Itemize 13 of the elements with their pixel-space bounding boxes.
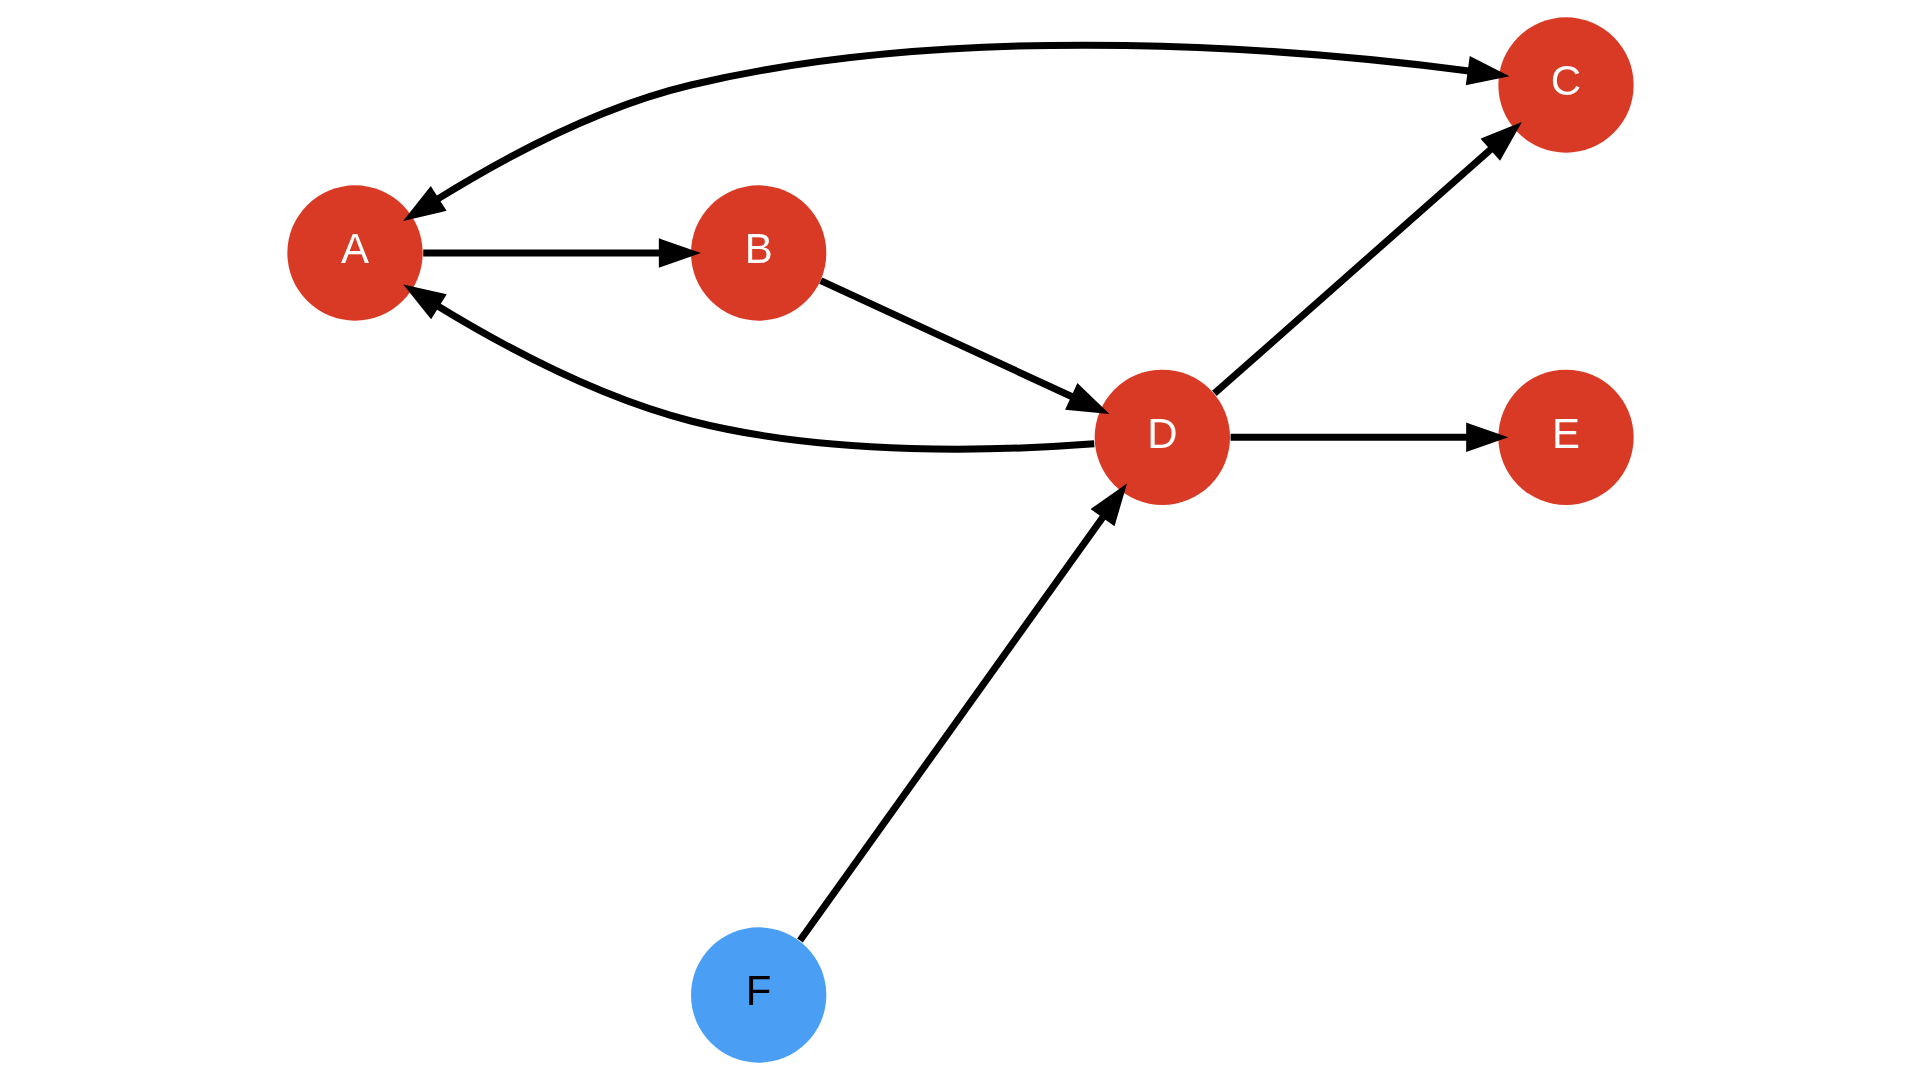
arrow bbox=[422, 238, 701, 268]
node-circle: A bbox=[286, 185, 423, 321]
arrow bbox=[818, 277, 1109, 414]
node-circle: F bbox=[690, 927, 826, 1063]
arrow bbox=[402, 284, 1094, 453]
arrow bbox=[1230, 422, 1508, 453]
node-circle: B bbox=[690, 185, 826, 321]
arrow bbox=[1211, 121, 1522, 397]
node-circle: D bbox=[1094, 369, 1230, 505]
node-circle: E bbox=[1497, 369, 1634, 505]
arrow bbox=[402, 41, 1509, 221]
node-circle: C bbox=[1497, 17, 1634, 153]
arrow bbox=[796, 483, 1127, 943]
